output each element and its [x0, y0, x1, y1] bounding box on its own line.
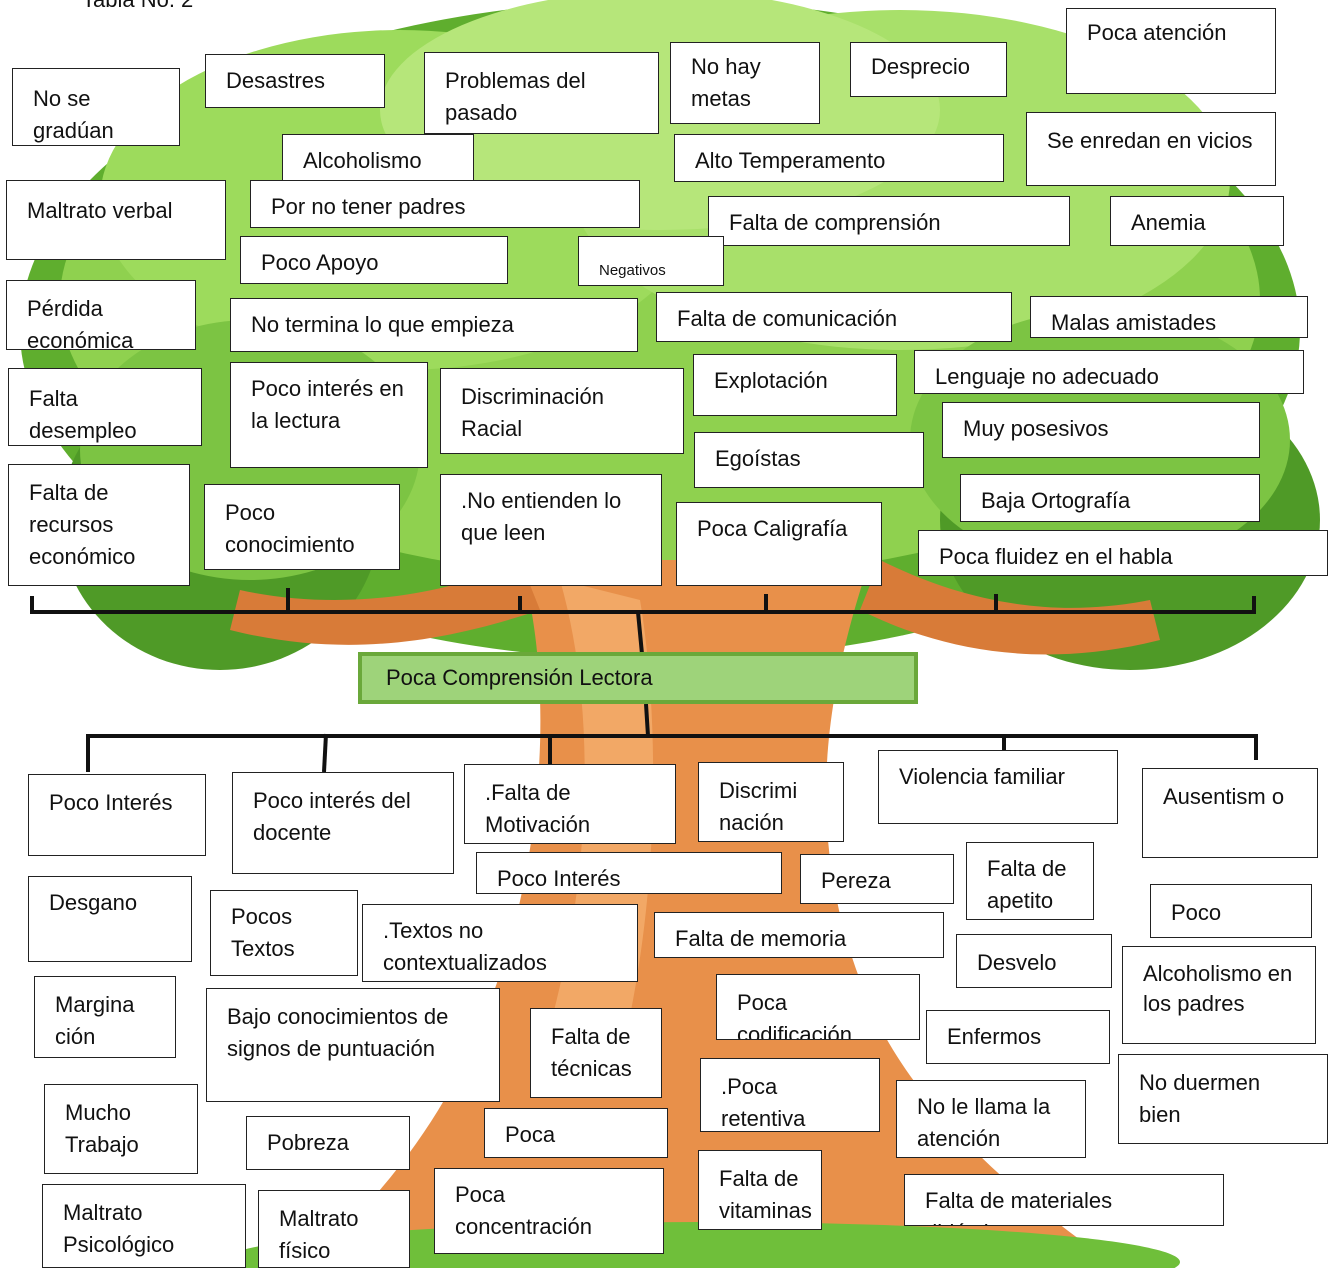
effect-box: Poca Caligrafía: [676, 502, 882, 586]
effect-box: Alto Temperamento: [674, 134, 1004, 182]
cause-box: Poca codificación: [716, 974, 920, 1040]
effect-box: Alcoholismo: [282, 134, 474, 182]
effect-box: Desprecio: [850, 42, 1007, 97]
cause-box: No duermen bien: [1118, 1054, 1328, 1144]
effect-box: Desastres: [205, 54, 385, 108]
effect-box: Poco conocimiento: [204, 484, 400, 570]
cause-box: Alcoholismo en los padres: [1122, 946, 1316, 1044]
cause-box: Falta de memoria: [654, 912, 944, 958]
cause-box: Pobreza: [246, 1116, 410, 1170]
cause-box: Desgano: [28, 876, 192, 962]
cause-box: Poca: [484, 1108, 668, 1158]
cause-box: Falta de apetito: [966, 842, 1094, 920]
cause-box: Pereza: [800, 854, 954, 904]
effect-box: Pérdida económica: [6, 280, 196, 350]
cause-box: .Textos no contextualizados: [362, 904, 638, 982]
central-problem: Poca Comprensión Lectora: [358, 652, 918, 704]
effect-box: Explotación: [693, 354, 897, 416]
effect-box: Malas amistades: [1030, 296, 1308, 338]
effect-box: Falta de comprensión: [708, 196, 1070, 246]
cause-box: Violencia familiar: [878, 750, 1118, 824]
effect-box: Poca fluidez en el habla: [918, 530, 1328, 576]
effect-box: Muy posesivos: [942, 402, 1260, 458]
cause-box: Poco: [1150, 884, 1312, 938]
effect-box: No se gradúan: [12, 68, 180, 146]
effect-box: No hay metas: [670, 42, 820, 124]
effect-box: Falta desempleo: [8, 368, 202, 446]
cause-box: Discrimi nación: [698, 762, 844, 842]
cause-box: Poca concentración: [434, 1168, 664, 1254]
effect-box: Anemia: [1110, 196, 1284, 246]
cause-box: Enfermos: [926, 1010, 1110, 1064]
cause-box: Poco interés del docente: [232, 772, 454, 874]
cause-box: Bajo conocimientos de signos de puntuaci…: [206, 988, 500, 1102]
cause-box: Poco Interés: [28, 774, 206, 856]
effect-box: Falta de recursos económico: [8, 464, 190, 586]
cause-box: .Poca retentiva: [700, 1058, 880, 1132]
effect-box: Lenguaje no adecuado: [914, 350, 1304, 394]
cause-box: Falta de vitaminas: [698, 1150, 822, 1230]
cause-box: Margina ción: [34, 976, 176, 1058]
table-caption: Tabla No. 2: [82, 0, 193, 14]
effect-box: Por no tener padres: [250, 180, 640, 228]
effect-box: Poco interés en la lectura: [230, 362, 428, 468]
effect-box: Discriminación Racial: [440, 368, 684, 454]
cause-box: No le llama la atención: [896, 1080, 1086, 1158]
cause-box: Maltrato físico: [258, 1190, 410, 1268]
cause-box: Pocos Textos: [210, 890, 358, 976]
effect-box: Maltrato verbal: [6, 180, 226, 260]
cause-box: Maltrato Psicológico: [42, 1184, 246, 1268]
effect-box: Se enredan en vicios: [1026, 112, 1276, 186]
cause-box: Falta de técnicas: [530, 1008, 662, 1098]
cause-box: Desvelo: [956, 934, 1112, 988]
effect-box: Poco Apoyo: [240, 236, 508, 284]
effect-box: Falta de comunicación: [656, 292, 1012, 342]
effect-box: No termina lo que empieza: [230, 298, 638, 352]
cause-box: .Falta de Motivación: [464, 764, 676, 844]
cause-box: Poco Interés: [476, 852, 782, 894]
cause-box: Falta de materiales didácticos: [904, 1174, 1224, 1226]
effect-box: Poca atención: [1066, 8, 1276, 94]
effect-box: .No entienden lo que leen: [440, 474, 662, 586]
effect-box: Negativos: [578, 236, 724, 286]
effect-box: Baja Ortografía: [960, 474, 1260, 522]
cause-box: Mucho Trabajo: [44, 1084, 198, 1174]
effect-box: Problemas del pasado: [424, 52, 659, 134]
cause-box: Ausentism o: [1142, 768, 1318, 858]
effect-box: Egoístas: [694, 432, 924, 488]
